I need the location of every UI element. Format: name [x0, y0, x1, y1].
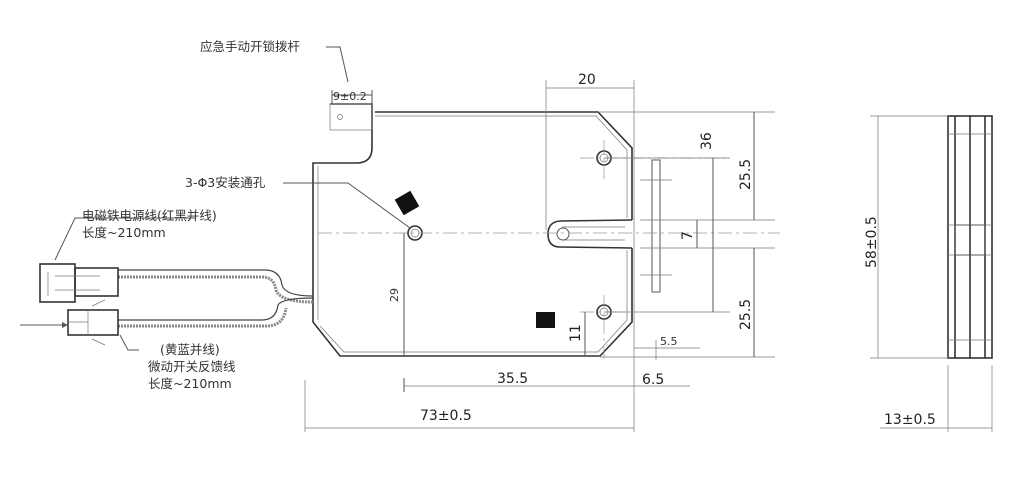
feedback-wire-label: 微动开关反馈线	[148, 359, 236, 374]
mount-holes-label: 3-Φ3安装通孔	[185, 175, 266, 190]
dim-lower-height: 25.5	[738, 299, 754, 330]
mount-holes	[407, 150, 612, 320]
leader-lines	[54, 46, 411, 351]
dim-right-offset: 6.5	[642, 372, 664, 388]
power-wire-length: 长度~210mm	[82, 225, 166, 240]
lever-width-dim: 9±0.2	[333, 90, 367, 103]
power-wire-label: 电磁铁电源线(红黑并线)	[82, 208, 217, 223]
feedback-connector	[67, 309, 119, 336]
dim-side-thickness: 13±0.5	[884, 412, 936, 428]
dim-side-height: 58±0.5	[864, 216, 880, 268]
dim-hole-y: 29	[388, 288, 401, 302]
dim-upper-height: 25.5	[738, 159, 754, 190]
side-view	[870, 115, 993, 432]
feedback-wire-color: (黄蓝并线)	[160, 342, 220, 357]
dim-hole-x: 35.5	[497, 371, 528, 387]
magnet-marker	[394, 190, 420, 216]
power-connector	[39, 263, 76, 303]
wires	[20, 263, 314, 346]
manual-lever-label: 应急手动开锁拨杆	[200, 39, 301, 54]
dim-bolt-height: 7	[680, 231, 696, 240]
lock-bolt	[547, 159, 672, 293]
dimension-lines	[304, 80, 775, 432]
feedback-wire-length: 长度~210mm	[148, 376, 232, 391]
dim-hole-spacing: 36	[699, 132, 715, 150]
dim-square-y: 11	[568, 324, 584, 342]
switch-marker	[536, 312, 555, 328]
strike-plate	[651, 159, 661, 293]
lock-body-outline	[312, 103, 633, 357]
dim-top-width: 20	[578, 72, 596, 88]
dim-total-length: 73±0.5	[420, 408, 472, 424]
dim-plate-offset: 5.5	[660, 335, 678, 348]
